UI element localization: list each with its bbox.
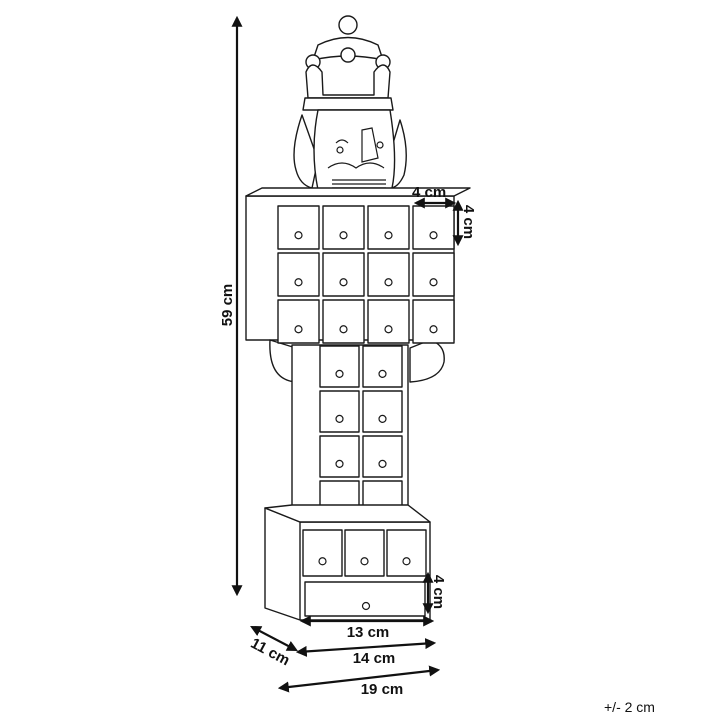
torso-drawer (319, 345, 360, 388)
drawer-height-label: 4 cm (460, 205, 477, 239)
nutcracker-head (293, 109, 407, 196)
torso-drawer-knob (378, 369, 387, 378)
upper-drawer-knob (294, 325, 303, 334)
depth-label: 11 cm (248, 635, 293, 670)
torso-cabinet (291, 344, 409, 526)
bottom-drawer-knob (361, 601, 371, 611)
torso-drawer-knob (378, 414, 387, 423)
upper-drawer (412, 205, 455, 250)
upper-drawer-knob (384, 325, 393, 334)
upper-drawer-grid (277, 205, 455, 344)
upper-drawer-knob (339, 278, 348, 287)
upper-drawer-knob (339, 231, 348, 240)
torso-drawer-knob (335, 414, 344, 423)
upper-drawer-knob (384, 278, 393, 287)
base-drawer-knob (360, 557, 369, 566)
base-drawer (302, 529, 343, 577)
upper-drawer (322, 299, 365, 344)
upper-drawer-knob (384, 231, 393, 240)
dimension-inner-width: 13 cm (299, 615, 435, 641)
drawer-width-label: 4 cm (412, 184, 446, 201)
dimension-depth: 11 cm (248, 625, 298, 670)
upper-drawer (367, 299, 410, 344)
torso-drawer (362, 345, 403, 388)
upper-drawer (412, 299, 455, 344)
torso-drawer (362, 435, 403, 478)
torso-drawer-knob (378, 459, 387, 468)
base-drawer-knob (318, 557, 327, 566)
dimension-drawer-height: 4 cm (452, 199, 477, 247)
torso-drawer-knob (335, 369, 344, 378)
upper-drawer (277, 299, 320, 344)
dimension-height: 59 cm (219, 15, 243, 597)
base-drawer-knob (402, 557, 411, 566)
upper-drawer-knob (294, 231, 303, 240)
torso-drawer (319, 390, 360, 433)
upper-drawer (277, 205, 320, 250)
upper-drawer (367, 252, 410, 297)
upper-drawer-knob (429, 325, 438, 334)
upper-drawer (412, 252, 455, 297)
base-drawer-row (302, 529, 427, 577)
nutcracker-figure (245, 15, 471, 621)
tolerance-label: +/- 2 cm (604, 699, 655, 715)
base-cabinet (264, 504, 431, 621)
upper-drawer-knob (429, 278, 438, 287)
upper-drawer (322, 252, 365, 297)
total-width-label: 19 cm (361, 681, 404, 698)
upper-drawer (277, 252, 320, 297)
dimension-bottom-drawer-height: 4 cm (422, 571, 447, 615)
upper-drawer-knob (339, 325, 348, 334)
crown (302, 15, 394, 111)
inner-width-label: 13 cm (347, 624, 390, 641)
upper-drawer (367, 205, 410, 250)
upper-cabinet (245, 187, 471, 383)
upper-drawer-knob (294, 278, 303, 287)
base-drawer (386, 529, 427, 577)
torso-drawer (319, 435, 360, 478)
bottom-drawer (304, 581, 426, 617)
height-label: 59 cm (219, 284, 236, 327)
dimension-total-width: 19 cm (277, 665, 441, 698)
dimension-base-width: 14 cm (295, 638, 437, 667)
torso-drawer-knob (335, 459, 344, 468)
base-drawer (344, 529, 385, 577)
dimension-drawer-width: 4 cm (412, 184, 457, 209)
base-width-label: 14 cm (353, 650, 396, 667)
upper-drawer-knob (429, 231, 438, 240)
bottom-drawer-height-label: 4 cm (430, 575, 447, 609)
upper-drawer (322, 205, 365, 250)
torso-drawer (362, 390, 403, 433)
